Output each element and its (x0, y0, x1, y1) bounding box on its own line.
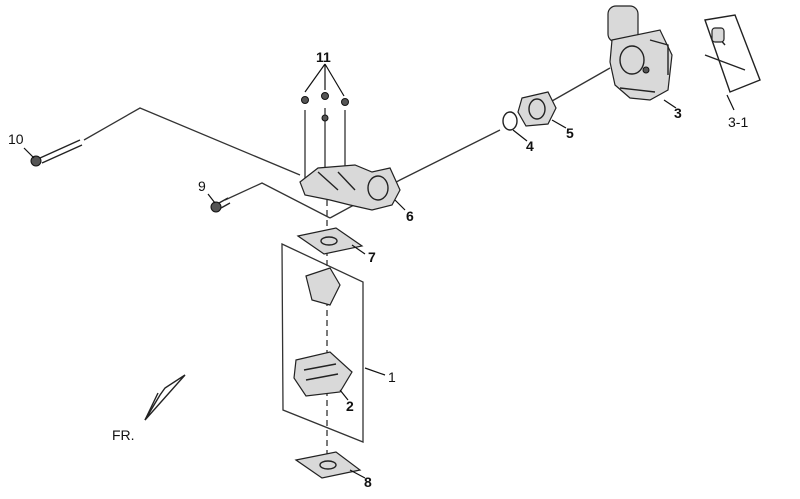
callout-5: 5 (566, 125, 574, 141)
leader-8 (349, 469, 366, 479)
inset-frame (704, 14, 761, 93)
bolt-9-shaft (218, 197, 231, 209)
leader-1 (364, 367, 386, 376)
carb-throat (619, 45, 645, 75)
callout-labels: 10 9 11 6 7 1 2 8 4 5 3 3-1 FR. (8, 49, 748, 490)
reed-block-upper (305, 267, 341, 306)
screw-11-b (321, 92, 329, 100)
gasket-8 (294, 451, 362, 479)
callout-11: 11 (316, 49, 331, 65)
leader-9 (207, 193, 216, 204)
callout-3: 3 (674, 105, 682, 121)
screws-11 (301, 92, 349, 122)
cable-set-3-1 (704, 14, 761, 93)
bolt-9-head (210, 201, 222, 213)
bolt-10-head (30, 155, 42, 167)
arrow-icon (144, 374, 186, 421)
gasket-8-shape (294, 451, 362, 479)
front-direction-arrow (144, 374, 186, 421)
leader-10 (23, 147, 35, 159)
leader-lines (23, 63, 735, 479)
bolt-10-shaft (39, 139, 83, 164)
callout-1: 1 (388, 369, 396, 385)
carb-body (609, 29, 673, 101)
callout-10: 10 (8, 131, 24, 147)
reed-frame (281, 242, 364, 443)
reed-valve-petals (303, 363, 339, 381)
leader-11 (304, 63, 345, 97)
o-ring-shape (502, 111, 518, 131)
gasket-7 (296, 227, 364, 255)
bolt-9 (210, 197, 231, 213)
screw-11-d (321, 114, 329, 122)
o-ring-4 (502, 111, 518, 131)
callout-8: 8 (364, 474, 372, 490)
screw-11-a (301, 96, 309, 104)
direction-label: FR. (112, 427, 135, 443)
leader-6 (394, 199, 406, 211)
callout-6: 6 (406, 208, 414, 224)
guide-line-bolt10 (83, 107, 301, 176)
callout-2: 2 (346, 398, 354, 414)
leader-5 (551, 119, 567, 129)
leader-2 (339, 389, 349, 401)
intake-manifold-6 (299, 164, 401, 211)
leader-4 (512, 129, 528, 142)
carb-details (619, 39, 669, 93)
insulator-body (517, 91, 557, 127)
reed-valve-body (293, 351, 353, 397)
callout-4: 4 (526, 138, 534, 154)
gasket-7-hole (320, 236, 338, 246)
leader-7 (351, 244, 366, 255)
arrow-stem (144, 392, 159, 421)
carb-screw (642, 66, 650, 74)
manifold-port (367, 175, 389, 201)
reed-valve-assembly-1 (281, 242, 364, 443)
guide-line-bolt9 (224, 182, 331, 219)
leader-3-1 (726, 94, 735, 111)
insulator-hole (528, 98, 546, 120)
carburetor-3 (607, 5, 673, 101)
manifold-ribs (317, 171, 356, 191)
guide-line-carburetor (544, 67, 611, 106)
cable-connector (711, 27, 725, 43)
leader-3 (663, 99, 677, 109)
callout-7: 7 (368, 249, 376, 265)
insulator-5 (517, 91, 557, 127)
reed-valve-2 (293, 351, 353, 397)
callout-3-1: 3-1 (728, 114, 748, 130)
gasket-7-shape (296, 227, 364, 255)
callout-9: 9 (198, 178, 206, 194)
screw-11-c (341, 98, 349, 106)
manifold-body (299, 164, 401, 211)
bolt-10 (30, 139, 83, 167)
gasket-8-hole (319, 460, 337, 470)
